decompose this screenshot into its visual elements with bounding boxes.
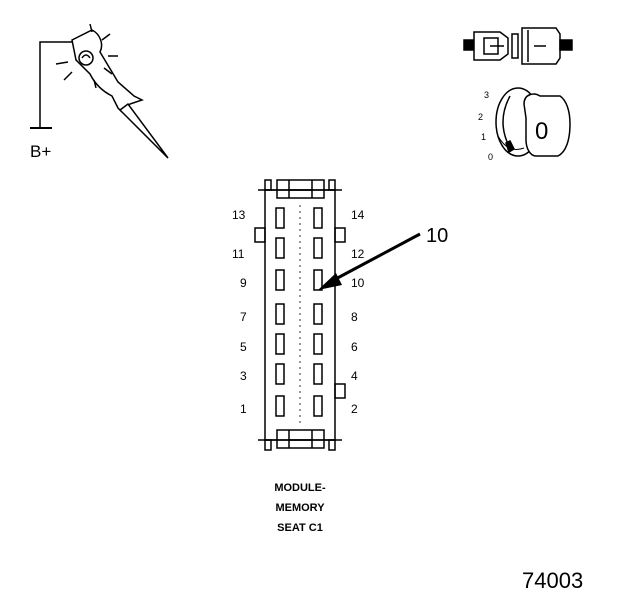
probe-supply-label: B+ [30,142,51,161]
pin-label-3: 3 [240,369,247,383]
pin-label-12: 12 [351,247,365,261]
pin-label-1: 1 [240,402,247,416]
pin-label-5: 5 [240,340,247,354]
pin-label-10: 10 [351,276,365,290]
connector-caption-line-1: MODULE- [274,482,326,494]
pin-label-13: 13 [232,208,246,222]
cavity-4 [313,363,323,385]
pin-cavities [275,207,323,417]
cavity-6 [313,333,323,355]
cavity-1 [275,395,285,417]
ignition-position-0: 0 [488,152,493,162]
cavity-2 [313,395,323,417]
ignition-position-2: 2 [478,112,483,122]
pin-label-8: 8 [351,310,358,324]
cavity-12 [313,237,323,259]
ignition-position-1: 1 [481,132,486,142]
cavity-7 [275,303,285,325]
pin-label-14: 14 [351,208,365,222]
cavity-8 [313,303,323,325]
disconnected-connector-icon [463,27,573,65]
pin-label-9: 9 [240,276,247,290]
ignition-position-3: 3 [484,90,489,100]
ignition-key-icon [495,87,571,157]
connector-face [254,179,346,451]
cavity-9 [275,269,285,291]
pin-label-4: 4 [351,369,358,383]
callout-pin-number: 10 [426,225,448,247]
cavity-5 [275,333,285,355]
connector-caption-line-2: MEMORY [275,502,325,514]
ignition-key-label: 0 [535,118,548,145]
cavity-3 [275,363,285,385]
pin-label-11: 11 [232,247,245,261]
figure-number: 74003 [522,568,583,593]
cavity-10 [313,269,323,291]
connector-caption-line-3: SEAT C1 [277,522,323,534]
pin-label-6: 6 [351,340,358,354]
test-light-probe-icon [30,23,169,159]
cavity-14 [313,207,323,229]
cavity-13 [275,207,285,229]
pin-label-2: 2 [351,402,358,416]
callout-arrow [318,232,421,290]
cavity-11 [275,237,285,259]
pin-label-7: 7 [240,310,247,324]
